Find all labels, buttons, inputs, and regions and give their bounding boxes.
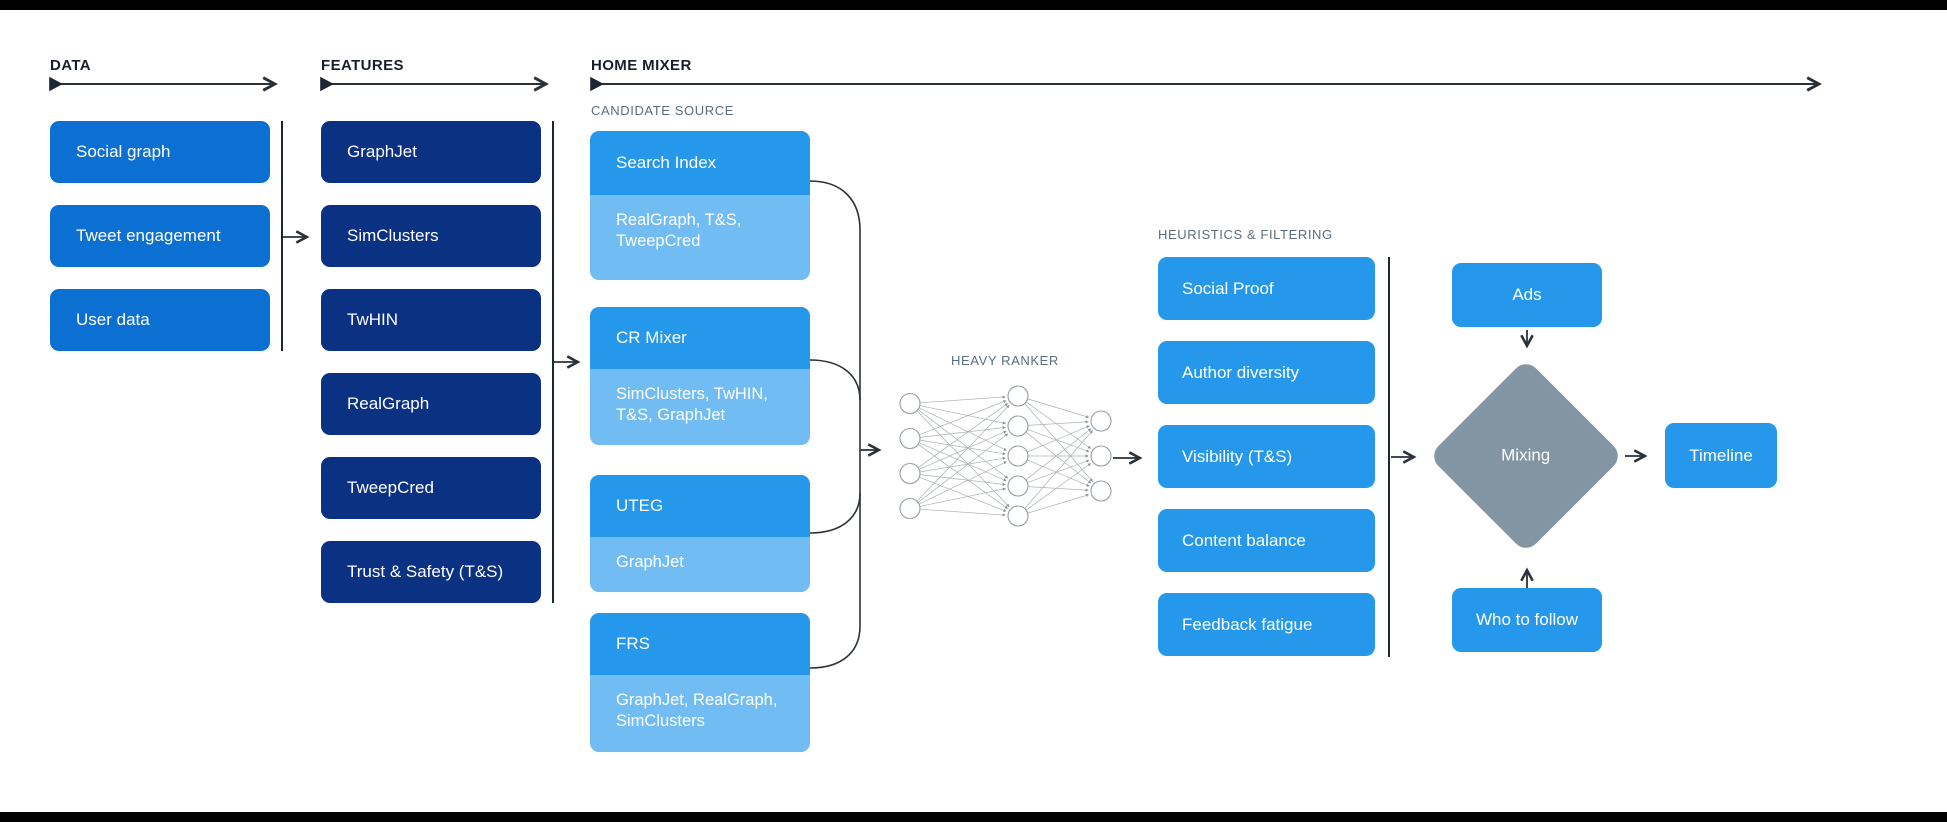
node-trust-safety: Trust & Safety (T&S) [321,541,541,603]
candidate-title: CR Mixer [590,307,810,369]
node-user-data: User data [50,289,270,351]
node-tweet-engagement: Tweet engagement [50,205,270,267]
candidate-box-frs: FRS GraphJet, RealGraph, SimClusters [590,613,810,752]
node-author-diversity: Author diversity [1158,341,1375,404]
top-black-bar [0,0,1947,10]
sub-label-candidate-source: CANDIDATE SOURCE [591,103,734,118]
neural-net-edges [916,395,1093,517]
candidate-connector-curve-cr-mixer [809,359,861,401]
node-graphjet: GraphJet [321,121,541,183]
node-timeline: Timeline [1665,423,1777,488]
node-social-proof: Social Proof [1158,257,1375,320]
node-twhin: TwHIN [321,289,541,351]
sub-label-heuristics-filtering: HEURISTICS & FILTERING [1158,227,1333,242]
candidate-box-cr-mixer: CR Mixer SimClusters, TwHIN, T&S, GraphJ… [590,307,810,445]
node-visibility-ts: Visibility (T&S) [1158,425,1375,488]
node-who-to-follow: Who to follow [1452,588,1602,652]
candidate-title: FRS [590,613,810,675]
node-content-balance: Content balance [1158,509,1375,572]
node-feedback-fatigue: Feedback fatigue [1158,593,1375,656]
candidate-providers: RealGraph, T&S, TweepCred [590,195,810,280]
mixing-label: Mixing [1501,446,1551,465]
node-ads: Ads [1452,263,1602,327]
candidate-box-search-index: Search Index RealGraph, T&S, TweepCred [590,131,810,280]
candidate-providers: SimClusters, TwHIN, T&S, GraphJet [590,369,810,445]
candidate-title: Search Index [590,131,810,195]
candidate-connector-curve-uteg [809,492,861,534]
node-realgraph: RealGraph [321,373,541,435]
neural-net-nodes [899,385,1112,527]
candidate-providers: GraphJet [590,537,810,592]
node-simclusters: SimClusters [321,205,541,267]
candidate-box-uteg: UTEG GraphJet [590,475,810,592]
candidate-connector-curve-search-index [809,180,861,231]
sub-label-heavy-ranker: HEAVY RANKER [951,353,1059,368]
node-tweepcred: TweepCred [321,457,541,519]
bottom-black-bar [0,812,1947,822]
section-label-data: DATA [50,57,92,74]
candidate-providers: GraphJet, RealGraph, SimClusters [590,675,810,752]
candidate-connector-curve-frs [809,625,861,669]
node-social-graph: Social graph [50,121,270,183]
section-label-home-mixer: HOME MIXER [591,57,692,74]
section-label-features: FEATURES [321,57,404,74]
candidate-title: UTEG [590,475,810,537]
